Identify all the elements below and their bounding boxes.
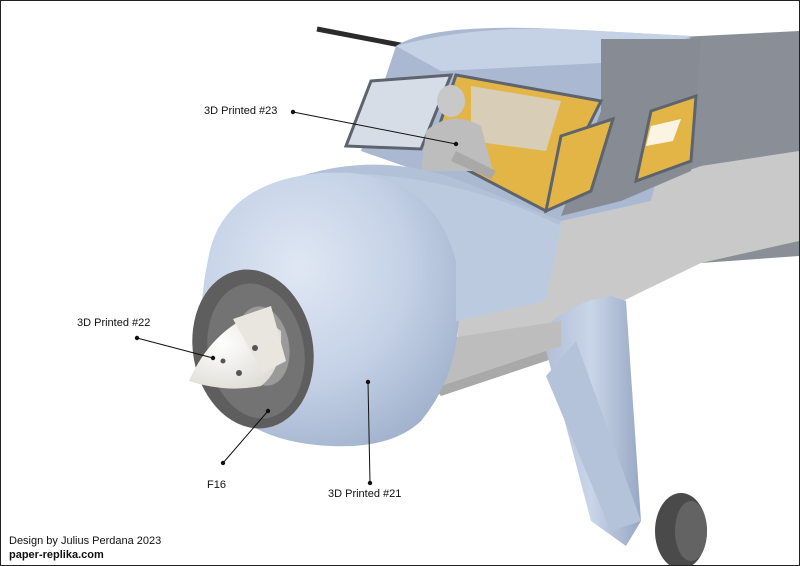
designer-credit: Design by Julius Perdana 2023	[9, 535, 162, 547]
propeller-spinner	[189, 306, 286, 389]
engine-cowling	[192, 164, 561, 447]
callout-label-printed-21: 3D Printed #21	[328, 488, 402, 500]
website-credit: paper-replika.com	[9, 549, 104, 561]
callout-label-f16: F16	[207, 479, 226, 491]
callout-label-printed-23: 3D Printed #23	[204, 105, 278, 117]
cockpit-windows	[343, 73, 698, 214]
landing-gear	[541, 296, 707, 565]
callout-label-printed-22: 3D Printed #22	[77, 317, 151, 329]
callout-leaders	[134, 109, 459, 486]
belly-panel	[431, 321, 561, 386]
pilot-figure	[421, 85, 496, 179]
